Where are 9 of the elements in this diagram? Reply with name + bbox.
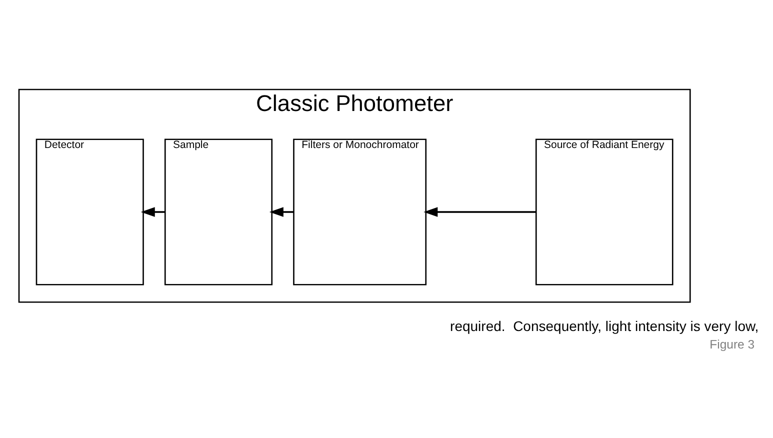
- arrow: [424, 207, 536, 217]
- caption: Figure 3: [710, 338, 755, 352]
- node-box: Sample: [164, 138, 273, 286]
- node-box: Detector: [36, 138, 144, 286]
- label: required. Consequently, light intensity is very low,: [450, 318, 759, 334]
- arrow: [269, 207, 294, 217]
- node-box: Filters or Monochromator: [293, 138, 427, 286]
- node-box: Source of Radiant Energy: [535, 138, 674, 286]
- arrow: [140, 207, 165, 217]
